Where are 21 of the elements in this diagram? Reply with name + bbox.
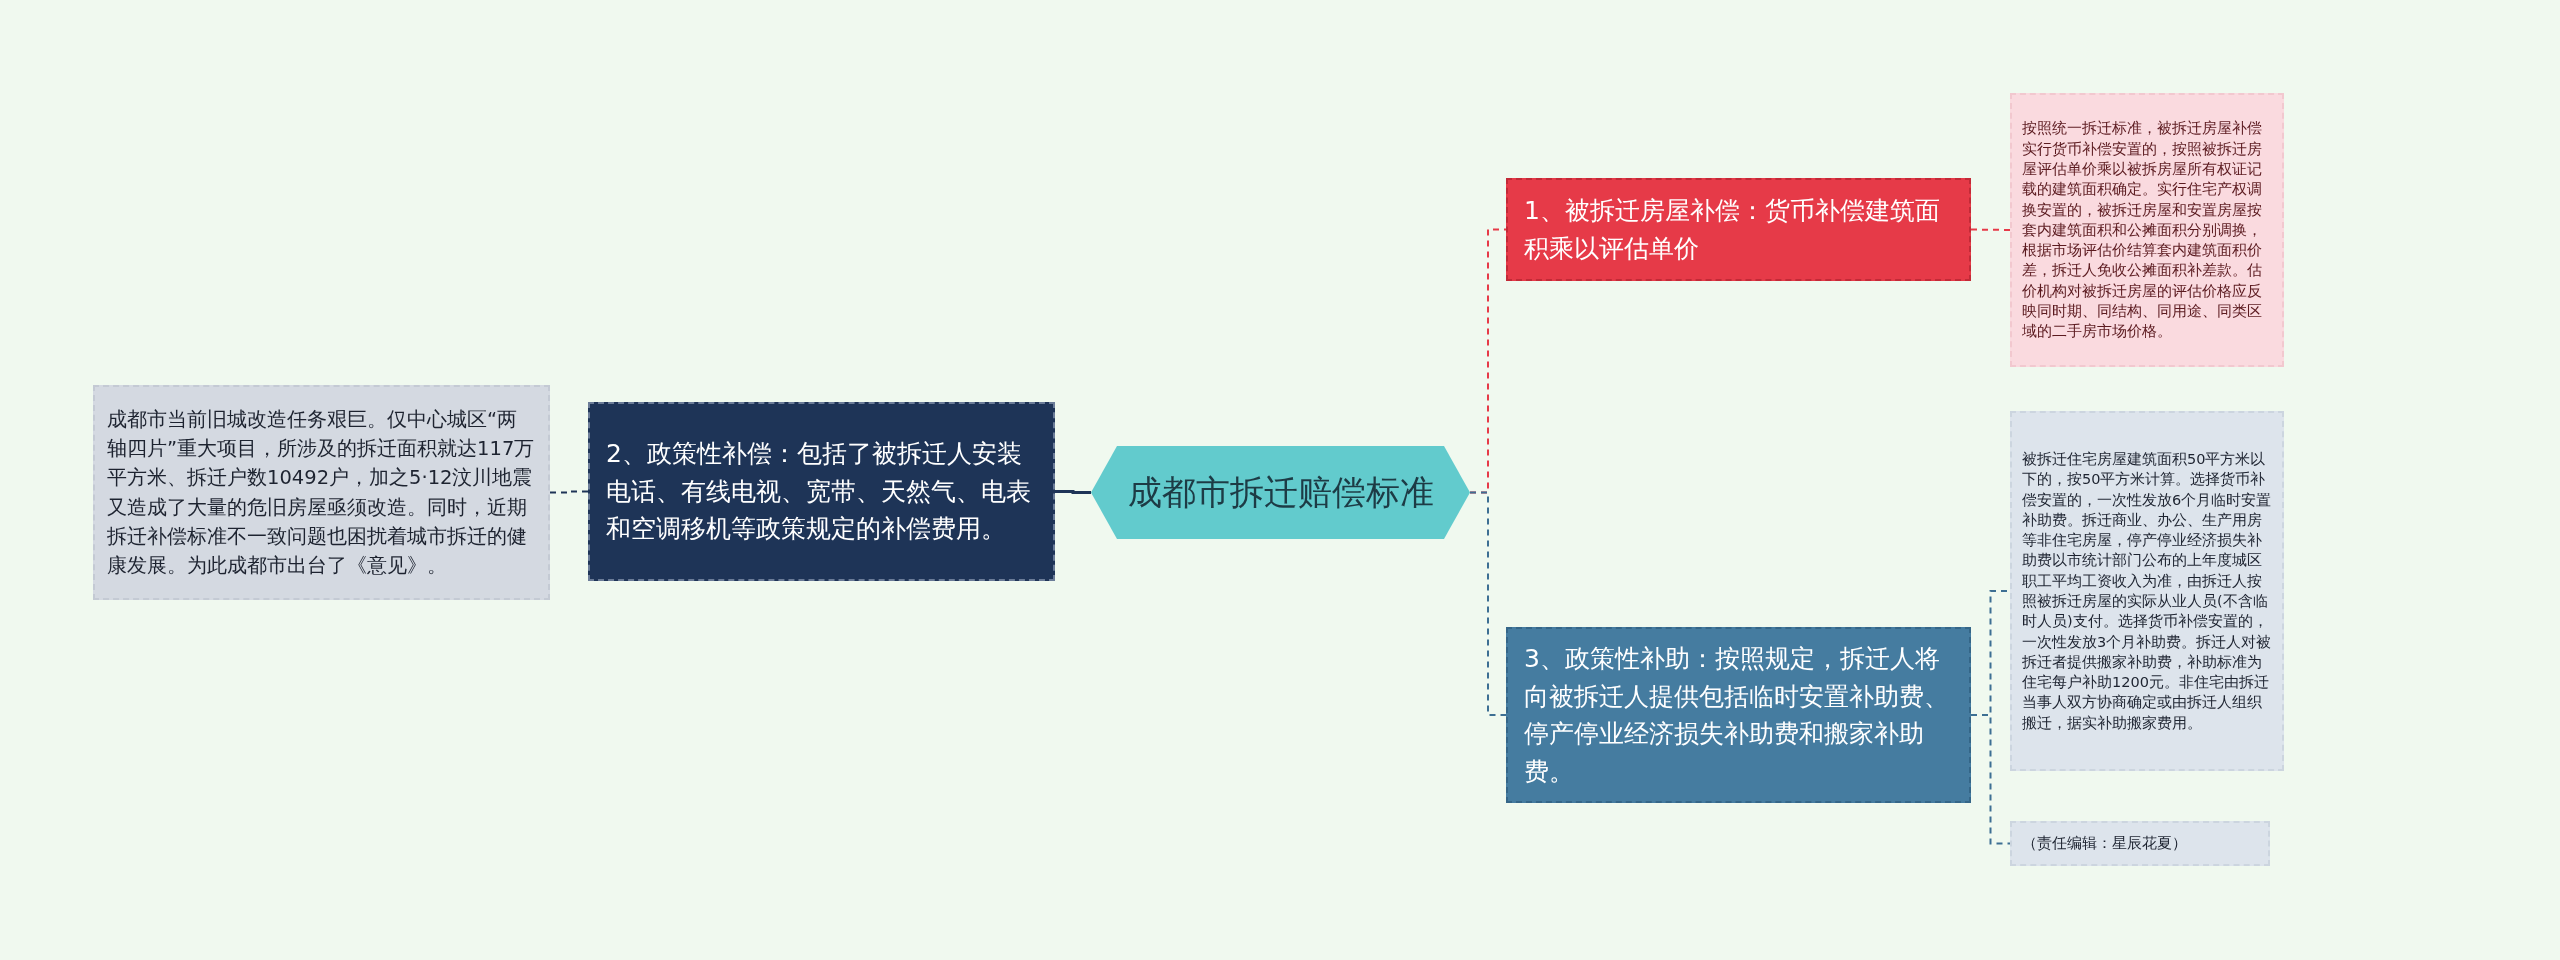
topic-box (1506, 178, 1971, 281)
topic-box (588, 402, 1055, 581)
topic-box (2010, 821, 2270, 866)
connector-line (549, 490, 589, 494)
connector-line (1055, 490, 1091, 494)
connector-line (1970, 714, 2011, 845)
topic-box (2010, 411, 2284, 771)
topic-text: 按照统一拆迁标准，被拆迁房屋补偿实行货币补偿安置的，按照被拆迁房屋评估单价乘以被拆房屋所有权证记载的建筑面积确定。实行住宅产权调换安置的，被拆迁房屋和安置房屋按套内建筑面积和公摊面积分别调换，根据市场评估价结算套内建筑面积价差，拆迁人免收公摊面积补差款。估价机构对被拆迁房屋的评估价格应反映同时期、同结构、同用途、同类区域的二手房市场价格。 (2022, 119, 2263, 342)
topic-text: 1、被拆迁房屋补偿：货币补偿建筑面积乘以评估单价 (1524, 195, 1941, 265)
central-topic (1091, 446, 1470, 539)
topic-text: 成都市当前旧城改造任务艰巨。仅中心城区“两轴四片”重大项目，所涉及的拆迁面积就达117万平方米、拆迁户数10492户，加之5·12汶川地震又造成了大量的危旧房屋亟须改造。同时，近期拆迁补偿标准不一致问题也困扰着城市拆迁的健康发展。为此成都市出台了《意见》。 (107, 406, 536, 579)
topic-text: 3、政策性补助：按照规定，拆迁人将向被拆迁人提供包括临时安置补助费、停产停业经济损失补助费和搬家补助费。 (1524, 643, 1950, 788)
topic-box (2010, 93, 2284, 367)
topic-box (93, 385, 550, 600)
connector-line (1469, 491, 1507, 716)
connector-line (1970, 228, 2011, 231)
topic-box (1506, 627, 1971, 803)
topic-text: 2、政策性补偿：包括了被拆迁人安装电话、有线电视、宽带、天然气、电表和空调移机等政策规定的补偿费用。 (606, 438, 1032, 546)
topic-text: （责任编辑：星辰花夏） (2022, 834, 2187, 854)
topic-title: 成都市拆迁赔偿标准 (1127, 471, 1434, 514)
topic-text: 被拆迁住宅房屋建筑面积50平方米以下的，按50平方米计算。选择货币补偿安置的，一次性发放6个月临时安置补助费。拆迁商业、办公、生产用房等非住宅房屋，停产停业经济损失补助费以市统计部门公布的上年度城区职工平均工资收入为准，由拆迁人按照被拆迁房屋的实际从业人员(不含临时人员)支付。选择货币补偿安置的，一次性发放3个月补助费。拆迁人对被拆迁者提供搬家补助费，补助标准为住宅每户补助1200元。非住宅由拆迁当事人双方协商确定或由拆迁人组织搬迁，据实补助搬家费用。 (2022, 449, 2272, 733)
